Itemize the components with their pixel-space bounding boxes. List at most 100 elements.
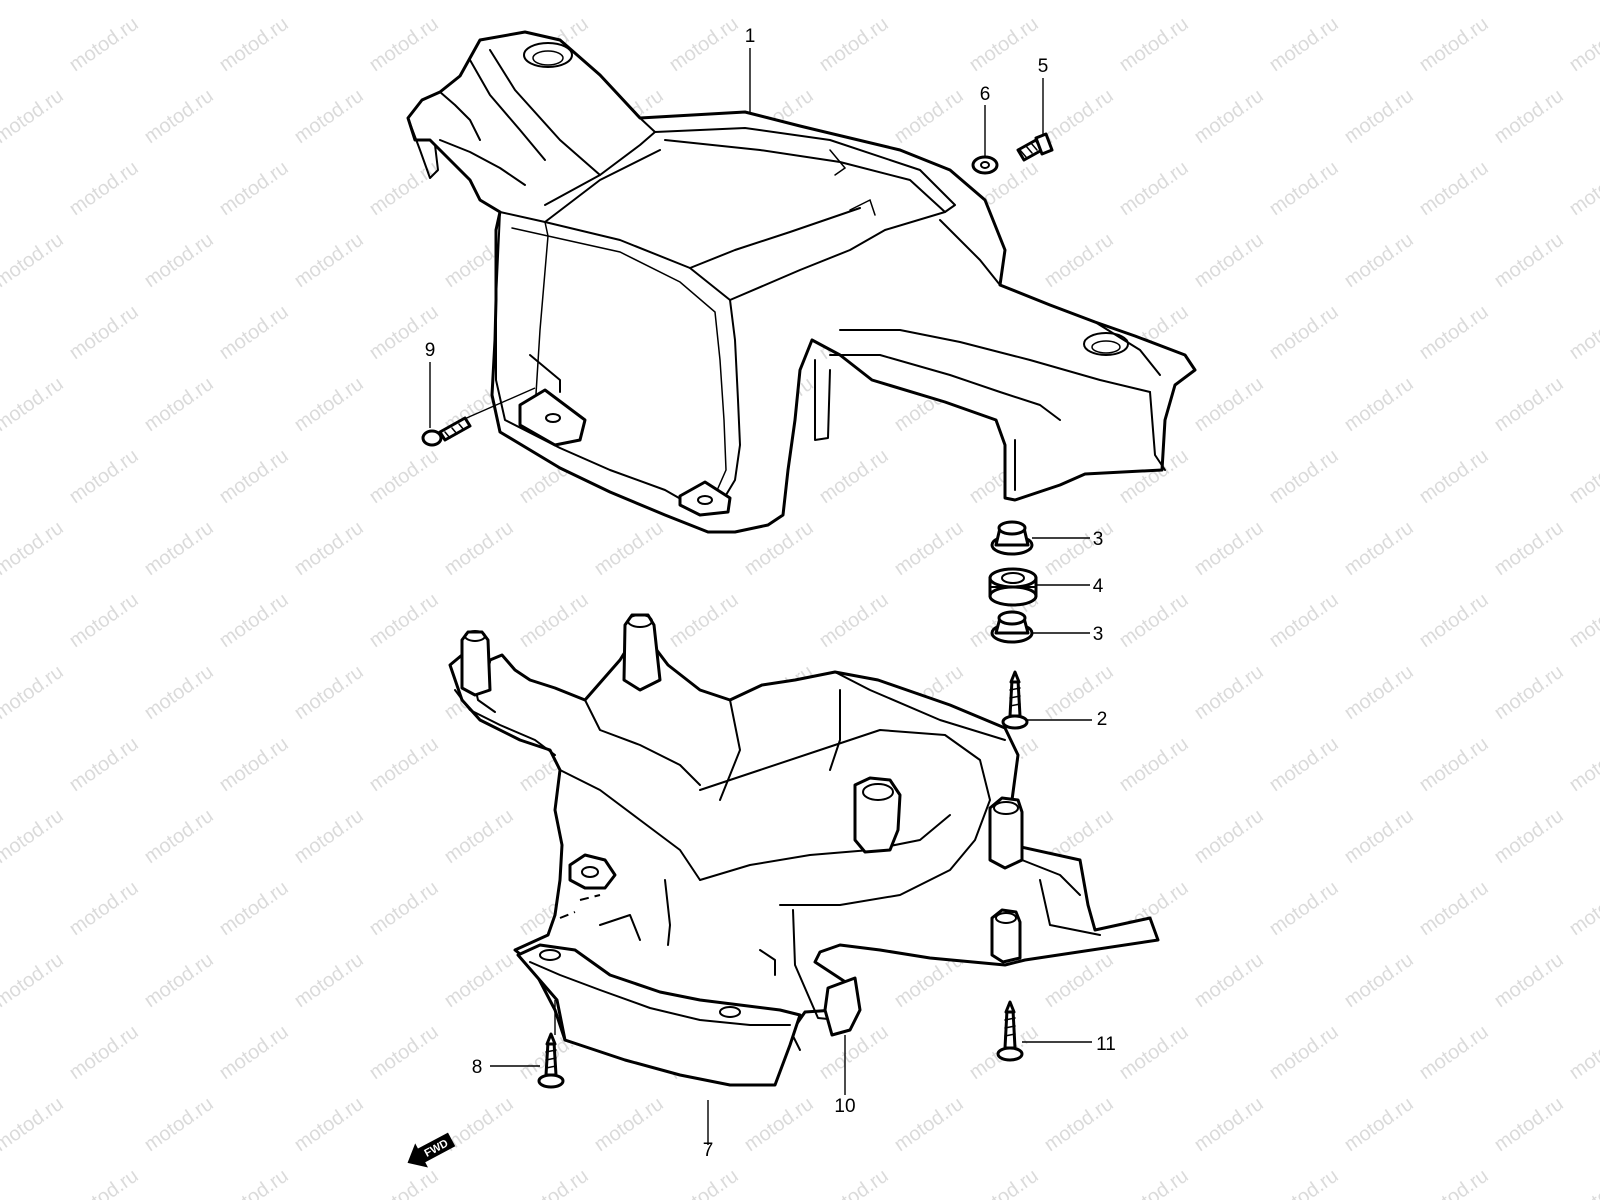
grommet-3-lower <box>990 610 1034 644</box>
watermark-text: motod.ru <box>1565 157 1600 220</box>
watermark-text: motod.ru <box>140 949 217 1012</box>
watermark-text: motod.ru <box>1340 229 1417 292</box>
watermark-text: motod.ru <box>140 373 217 436</box>
watermark-text: motod.ru <box>1415 157 1492 220</box>
screw-5 <box>1016 132 1054 162</box>
watermark-text: motod.ru <box>290 1093 367 1156</box>
watermark-text: motod.ru <box>1415 1021 1492 1084</box>
watermark-text: motod.ru <box>140 0 217 4</box>
watermark-text: motod.ru <box>1490 949 1567 1012</box>
watermark-text: motod.ru <box>65 589 142 652</box>
watermark-text: motod.ru <box>140 229 217 292</box>
watermark-text: motod.ru <box>0 373 68 436</box>
grommet-3-upper <box>990 520 1034 556</box>
watermark-text: motod.ru <box>215 13 292 76</box>
watermark-text: motod.ru <box>140 517 217 580</box>
watermark-text: motod.ru <box>0 949 68 1012</box>
watermark-text: motod.ru <box>1565 733 1600 796</box>
watermark-text: motod.ru <box>515 589 592 652</box>
callout-11: 11 <box>1096 1034 1116 1055</box>
watermark-text: motod.ru <box>740 1093 817 1156</box>
watermark-text: motod.ru <box>1340 661 1417 724</box>
watermark-text: motod.ru <box>1565 13 1600 76</box>
watermark-text: motod.ru <box>1340 0 1417 4</box>
watermark-text: motod.ru <box>1415 589 1492 652</box>
watermark-text: motod.ru <box>1265 733 1342 796</box>
watermark-text: motod.ru <box>0 805 68 868</box>
fwd-label: FWD <box>423 1137 451 1159</box>
watermark-text: motod.ru <box>1190 661 1267 724</box>
watermark-text: motod.ru <box>1115 1165 1192 1200</box>
watermark-text: motod.ru <box>665 13 742 76</box>
watermark-text: motod.ru <box>215 589 292 652</box>
callout-3-upper: 3 <box>1093 529 1104 550</box>
callout-5: 5 <box>1038 56 1049 77</box>
watermark-text: motod.ru <box>590 1093 667 1156</box>
watermark-text: motod.ru <box>365 733 442 796</box>
watermark-text: motod.ru <box>1340 517 1417 580</box>
watermark-text: motod.ru <box>890 1093 967 1156</box>
watermark-text: motod.ru <box>140 85 217 148</box>
watermark-text: motod.ru <box>740 0 817 4</box>
watermark-text: motod.ru <box>515 1165 592 1200</box>
watermark-text: motod.ru <box>290 805 367 868</box>
watermark-text: motod.ru <box>1490 0 1567 4</box>
watermark-text: motod.ru <box>1265 301 1342 364</box>
watermark-text: motod.ru <box>815 13 892 76</box>
watermark-text: motod.ru <box>1115 157 1192 220</box>
bolt-11 <box>996 1000 1024 1062</box>
watermark-text: motod.ru <box>890 0 967 4</box>
watermark-text: motod.ru <box>1415 13 1492 76</box>
watermark-text: motod.ru <box>0 661 68 724</box>
callout-4: 4 <box>1093 576 1104 597</box>
watermark-text: motod.ru <box>1565 589 1600 652</box>
watermark-text: motod.ru <box>1340 1093 1417 1156</box>
watermark-text: motod.ru <box>1265 445 1342 508</box>
watermark-text: motod.ru <box>1490 373 1567 436</box>
watermark-text: motod.ru <box>1565 445 1600 508</box>
watermark-text: motod.ru <box>1190 85 1267 148</box>
watermark-text: motod.ru <box>1190 0 1267 4</box>
callout-8: 8 <box>472 1057 483 1078</box>
watermark-text: motod.ru <box>290 85 367 148</box>
watermark-text: motod.ru <box>1565 877 1600 940</box>
watermark-text: motod.ru <box>365 445 442 508</box>
watermark-text: motod.ru <box>1340 805 1417 868</box>
watermark-text: motod.ru <box>65 157 142 220</box>
lower-handlebar-cover <box>448 613 1160 1087</box>
watermark-text: motod.ru <box>665 589 742 652</box>
watermark-text: motod.ru <box>1265 1165 1342 1200</box>
watermark-text: motod.ru <box>65 1165 142 1200</box>
watermark-text: motod.ru <box>1490 517 1567 580</box>
screw-9 <box>421 416 472 447</box>
watermark-text: motod.ru <box>215 157 292 220</box>
watermark-text: motod.ru <box>1190 517 1267 580</box>
watermark-text: motod.ru <box>140 805 217 868</box>
watermark-text: motod.ru <box>440 0 517 4</box>
watermark-text: motod.ru <box>215 733 292 796</box>
watermark-text: motod.ru <box>290 229 367 292</box>
watermark-text: motod.ru <box>1490 229 1567 292</box>
watermark-text: motod.ru <box>1190 805 1267 868</box>
watermark-text: motod.ru <box>1415 877 1492 940</box>
watermark-text: motod.ru <box>65 733 142 796</box>
watermark-text: motod.ru <box>0 85 68 148</box>
watermark-text: motod.ru <box>215 877 292 940</box>
watermark-text: motod.ru <box>1415 733 1492 796</box>
leader-lines <box>429 48 1092 1145</box>
watermark-text: motod.ru <box>65 301 142 364</box>
washer-6 <box>971 155 999 175</box>
watermark-text: motod.ru <box>1565 1021 1600 1084</box>
watermark-text: motod.ru <box>1265 13 1342 76</box>
watermark-text: motod.ru <box>1190 229 1267 292</box>
callout-1: 1 <box>745 26 756 47</box>
watermark-text: motod.ru <box>440 517 517 580</box>
watermark-text: motod.ru <box>1115 733 1192 796</box>
watermark-text: motod.ru <box>1415 445 1492 508</box>
watermark-text: motod.ru <box>890 85 967 148</box>
watermark-text: motod.ru <box>215 1021 292 1084</box>
callouts: 1 2 3 3 4 5 6 7 8 9 10 11 <box>425 26 1116 1161</box>
watermark-text: motod.ru <box>65 13 142 76</box>
watermark-text: motod.ru <box>1040 0 1117 4</box>
